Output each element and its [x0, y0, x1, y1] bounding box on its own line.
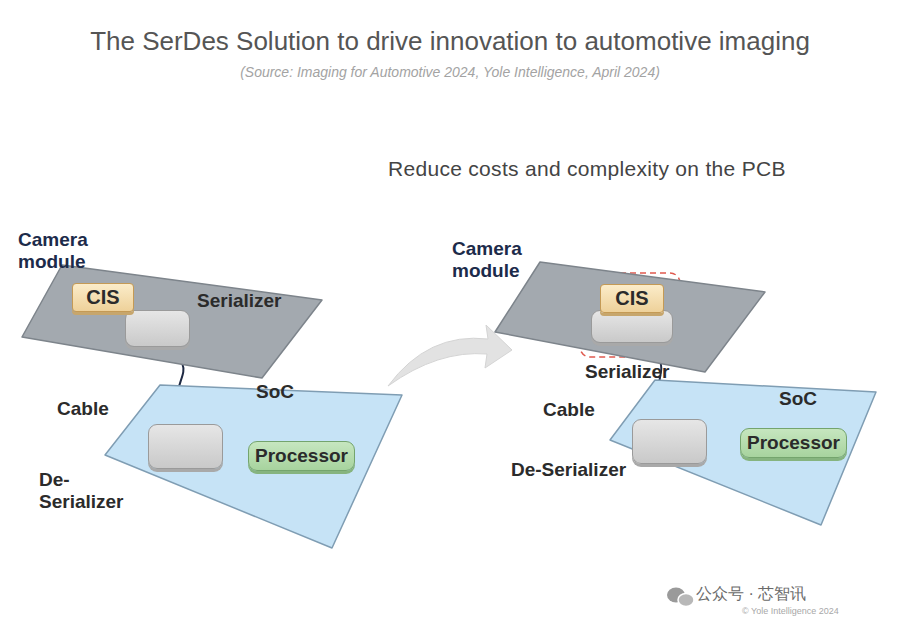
chip-text: Processor	[747, 432, 840, 454]
serdes-chip: De-Serializer	[148, 424, 223, 469]
transition-arrow	[388, 325, 512, 386]
camera-board: Camera moduleCISSerializer	[488, 257, 770, 377]
chip-label: De-Serializer	[39, 469, 139, 513]
module-heading: Camera module	[452, 238, 547, 282]
chip-text: Processor	[255, 445, 348, 467]
module-heading: Camera module	[18, 229, 113, 273]
diagram-title: The SerDes Solution to drive innovation …	[0, 26, 900, 57]
source-caption: (Source: Imaging for Automotive 2024, Yo…	[0, 64, 900, 80]
copyright-note: © Yole Intelligence 2024	[742, 606, 839, 616]
soc-board: SoC De-Serializer Processor	[100, 380, 405, 550]
cis-chip: CIS	[72, 283, 134, 312]
board-shape	[610, 380, 876, 525]
board-shape	[105, 385, 402, 548]
board-label: SoC	[779, 388, 839, 410]
cable-label: Cable	[55, 398, 111, 420]
watermark: 公众号 · 芯智讯	[696, 584, 806, 605]
chip-label: De-Serializer	[511, 459, 626, 481]
serdes-chip: Serializer	[591, 310, 673, 343]
board-shape	[495, 262, 765, 372]
board-shape	[22, 265, 322, 378]
wechat-icon	[667, 588, 694, 607]
cable-label: Cable	[541, 399, 597, 421]
chip-text: CIS	[86, 286, 119, 309]
cis-chip: CIS	[600, 284, 664, 313]
chip-text: CIS	[615, 287, 648, 310]
processor-chip: Processor	[740, 428, 847, 458]
camera-board: Camera moduleCISSerializer	[18, 260, 328, 384]
serdes-chip: Serializer	[125, 310, 190, 347]
board-label: SoC	[256, 381, 316, 403]
processor-chip: Processor	[248, 441, 355, 471]
chip-label: Serializer	[197, 290, 282, 312]
soc-board: SoC De-Serializer Processor	[605, 376, 880, 528]
subtitle-note: Reduce costs and complexity on the PCB	[388, 157, 786, 181]
serdes-chip: De-Serializer	[632, 419, 707, 464]
